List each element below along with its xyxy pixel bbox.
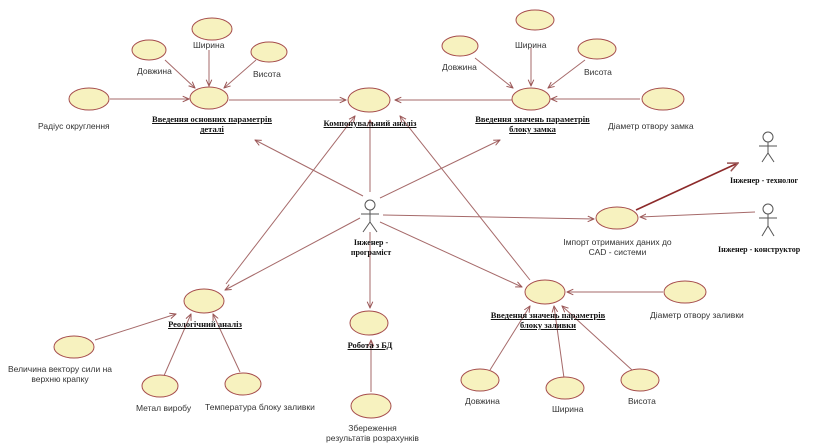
db-save-label: Збереження результатів розрахунків [326,423,419,443]
g-width-label: Ширина [552,404,584,414]
uc-input-main-label: Введення основних параметрів деталі [152,114,272,134]
use-case-ellipses [53,9,707,419]
r-material-label: Метал виробу [136,403,192,413]
connectors [94,48,756,392]
r-temp-label: Температура блоку заливки [205,402,315,412]
uc-layout-analysis-label: Компонувальний аналіз [323,118,417,128]
actor-designer-icon [759,203,777,237]
actor-technologist-label: Інженер - технолог [730,176,799,185]
uc-input-gate-label: Введення значень параметрів блоку заливк… [490,310,606,330]
uc-db-label: Робота з БД [347,340,393,350]
a1-radius-label: Радіус округлення [38,121,110,131]
a2-height-label: Висота [584,67,612,77]
actor-designer-label: Інженер - конструктор [718,245,801,254]
uc-input-lock-label: Введення значень параметрів блоку замка [475,114,590,134]
actor-technologist-icon [759,131,777,163]
actor-programmer-label: Інженер - програміст [350,238,392,257]
r-force-label: Величина вектору сили на верхню крапку [7,364,112,384]
a1-length-label: Довжина [137,66,172,76]
uc-rheology-label: Реологічний аналіз [168,319,242,329]
import-cad-label: Імпорт отриманих даних до САD - системи [563,237,672,257]
g-height-label: Висота [628,396,656,406]
a2-diameter-label: Діаметр отвору замка [608,121,694,131]
g-diameter-label: Діаметр отвору заливки [650,310,744,320]
actor-programmer-icon [361,199,379,233]
technologist-link [635,163,738,211]
a1-width-label: Ширина [193,40,225,50]
a2-width-label: Ширина [515,40,547,50]
a2-length-label: Довжина [442,62,477,72]
actor-figures [361,131,777,237]
g-length-label: Довжина [465,396,500,406]
a1-height-label: Висота [253,69,281,79]
